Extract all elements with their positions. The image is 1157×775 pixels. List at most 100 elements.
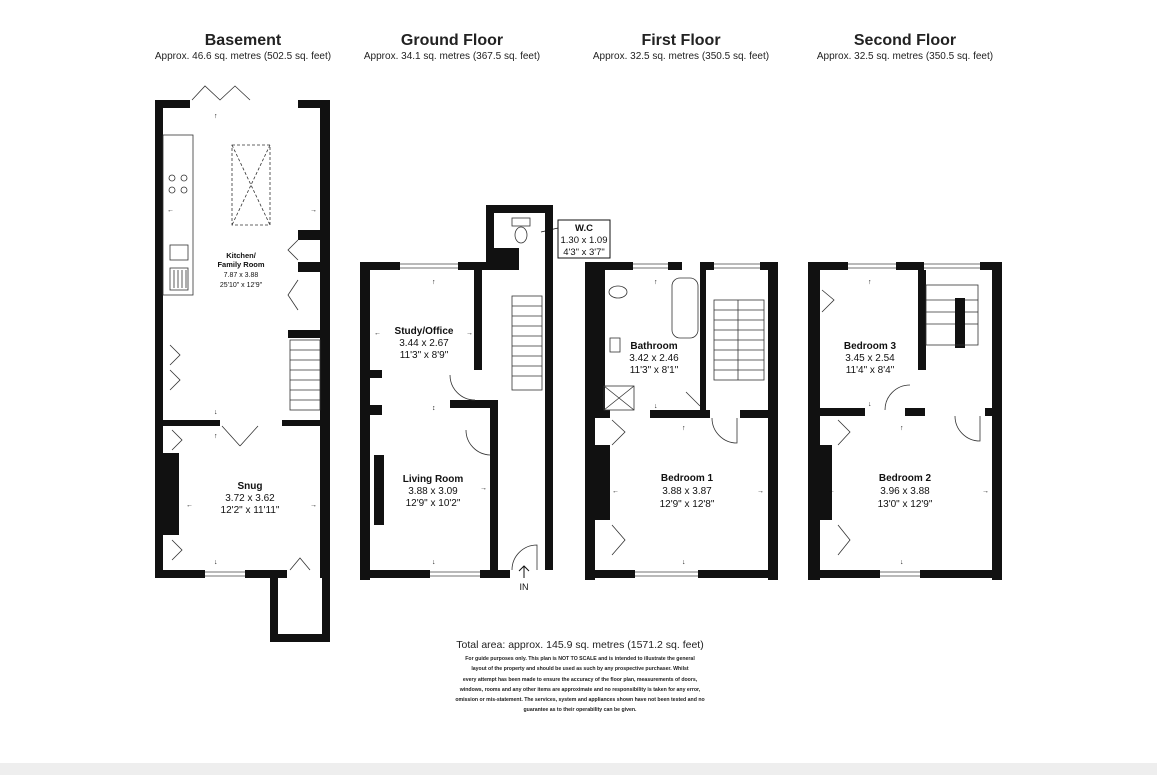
first-floor-walls <box>585 262 778 580</box>
stairs-icon <box>511 295 543 391</box>
room-dimensions-imperial: 25'10" x 12'9" <box>220 282 263 289</box>
skylight-icon <box>231 144 271 226</box>
wc-callout: W.C 1.30 x 1.09 4'3" x 3'7" <box>540 219 611 259</box>
disclaimer: For guide purposes only. This plan is NO… <box>430 654 730 716</box>
room-dimensions-imperial: 11'4" x 8'4" <box>846 365 895 376</box>
toilet-icon <box>608 285 628 299</box>
dimension-arrow: ← <box>167 207 174 214</box>
floor-area: Approx. 34.1 sq. metres (367.5 sq. feet) <box>363 51 541 62</box>
dimension-arrow: ↑ <box>900 425 904 432</box>
dimension-arrow: ← <box>374 485 381 492</box>
room-dimensions-metric: 7.87 x 3.88 <box>224 272 259 279</box>
room-dimensions-metric: 3.72 x 3.62 <box>225 493 275 504</box>
room-name: W.C <box>575 223 593 234</box>
floor-title: First Floor <box>641 32 721 49</box>
room-dimensions-metric: 3.96 x 3.88 <box>880 486 930 497</box>
dimension-arrow: ← <box>186 502 193 509</box>
dimension-arrow: ↓ <box>654 403 658 410</box>
disclaimer-line: omission or mis-statement. The services,… <box>455 697 705 704</box>
entrance-label: IN <box>520 582 529 592</box>
floor-area: Approx. 32.5 sq. metres (350.5 sq. feet) <box>816 51 994 62</box>
dimension-arrow: → <box>310 207 317 214</box>
disclaimer-line: layout of the property and should be use… <box>471 666 689 673</box>
dimension-arrow: ↑ <box>868 279 872 286</box>
door-icon <box>221 425 259 447</box>
room-name: Study/Office <box>395 326 454 337</box>
footer-bar <box>0 763 1157 775</box>
dimension-arrow: ↑ <box>214 113 218 120</box>
disclaimer-line: For guide purposes only. This plan is NO… <box>465 656 695 662</box>
dimension-arrow: ↑ <box>682 425 686 432</box>
floor-header-first: First Floor Approx. 32.5 sq. metres (350… <box>561 32 801 63</box>
dimension-arrow: → <box>466 330 473 337</box>
dimension-arrow: → <box>982 488 989 495</box>
front-door-icon[interactable] <box>511 544 538 571</box>
room-dimensions-metric: 3.45 x 2.54 <box>845 353 895 364</box>
ground-floor-walls <box>360 205 553 580</box>
floor-area: Approx. 32.5 sq. metres (350.5 sq. feet) <box>592 51 770 62</box>
entrance-arrow-icon <box>518 565 530 578</box>
dimension-arrow: → <box>310 502 317 509</box>
room-dimensions-imperial: 4'3" x 3'7" <box>563 247 605 258</box>
floor-header-ground: Ground Floor Approx. 34.1 sq. metres (36… <box>332 32 572 63</box>
dimension-arrow: ↑ <box>654 279 658 286</box>
basin-icon <box>609 337 621 353</box>
room-dimensions-imperial: 11'3" x 8'1" <box>630 365 679 376</box>
dimension-arrow: ← <box>612 488 619 495</box>
shower-icon <box>603 385 635 411</box>
room-name: Bedroom 2 <box>879 473 932 484</box>
dimension-arrow: ↓ <box>432 559 436 566</box>
door-icon <box>449 374 476 401</box>
second-floor-walls <box>808 262 1002 580</box>
bifold-door-icon <box>191 85 251 101</box>
room-dimensions-metric: 1.30 x 1.09 <box>560 235 607 246</box>
disclaimer-line: guarantee as to their operability can be… <box>523 707 637 714</box>
dimension-arrow: ↓ <box>214 409 218 416</box>
room-name: Bedroom 1 <box>661 473 714 484</box>
dimension-arrow: → <box>757 488 764 495</box>
room-dimensions-metric: 3.88 x 3.87 <box>662 486 712 497</box>
floor-header-basement: Basement Approx. 46.6 sq. metres (502.5 … <box>123 32 363 63</box>
room-dimensions-metric: 3.44 x 2.67 <box>399 338 449 349</box>
dimension-arrow: → <box>480 485 487 492</box>
dimension-arrow: ↓ <box>900 559 904 566</box>
door-icon <box>711 417 738 444</box>
room-name: Bathroom <box>630 341 677 352</box>
room-name: Kitchen/ <box>226 251 257 260</box>
floor-header-second: Second Floor Approx. 32.5 sq. metres (35… <box>785 32 1025 63</box>
stairs-icon <box>925 284 979 346</box>
floor-area: Approx. 46.6 sq. metres (502.5 sq. feet) <box>154 51 332 62</box>
toilet-icon <box>514 226 528 244</box>
room-dimensions-imperial: 11'3" x 8'9" <box>400 350 449 361</box>
dimension-arrow: ↕ <box>432 405 436 412</box>
total-area: Total area: approx. 145.9 sq. metres (15… <box>456 639 704 651</box>
room-name: Living Room <box>403 474 464 485</box>
room-dimensions-metric: 3.42 x 2.46 <box>629 353 679 364</box>
dimension-arrow: ↑ <box>214 433 218 440</box>
stairs-icon <box>289 339 321 411</box>
floor-title: Basement <box>204 32 282 49</box>
door-icon <box>884 384 911 411</box>
disclaimer-line: every attempt has been made to ensure th… <box>462 676 698 683</box>
room-dimensions-imperial: 12'2" x 11'11" <box>221 505 280 516</box>
dimension-arrow: ← <box>374 330 381 337</box>
sink-icon <box>169 244 189 261</box>
dimension-arrow: ↓ <box>214 559 218 566</box>
room-name: Snug <box>238 481 263 492</box>
room-name: Family Room <box>217 260 264 269</box>
room-dimensions-metric: 3.88 x 3.09 <box>408 486 458 497</box>
entrance-marker: IN <box>518 565 530 592</box>
room-name: Bedroom 3 <box>844 341 897 352</box>
room-dimensions-imperial: 12'9" x 12'8" <box>660 499 715 510</box>
room-dimensions-imperial: 13'0" x 12'9" <box>878 499 933 510</box>
kitchen-counter <box>162 134 194 296</box>
basement-walls <box>155 100 330 642</box>
dimension-arrow: ↓ <box>868 401 872 408</box>
floor-title: Ground Floor <box>400 32 504 49</box>
floor-title: Second Floor <box>853 32 957 49</box>
hob-icon <box>168 174 176 182</box>
dimension-arrow: ← <box>828 488 835 495</box>
dimension-arrow: ↑ <box>432 279 436 286</box>
disclaimer-line: windows, rooms and any other items are a… <box>459 686 701 693</box>
